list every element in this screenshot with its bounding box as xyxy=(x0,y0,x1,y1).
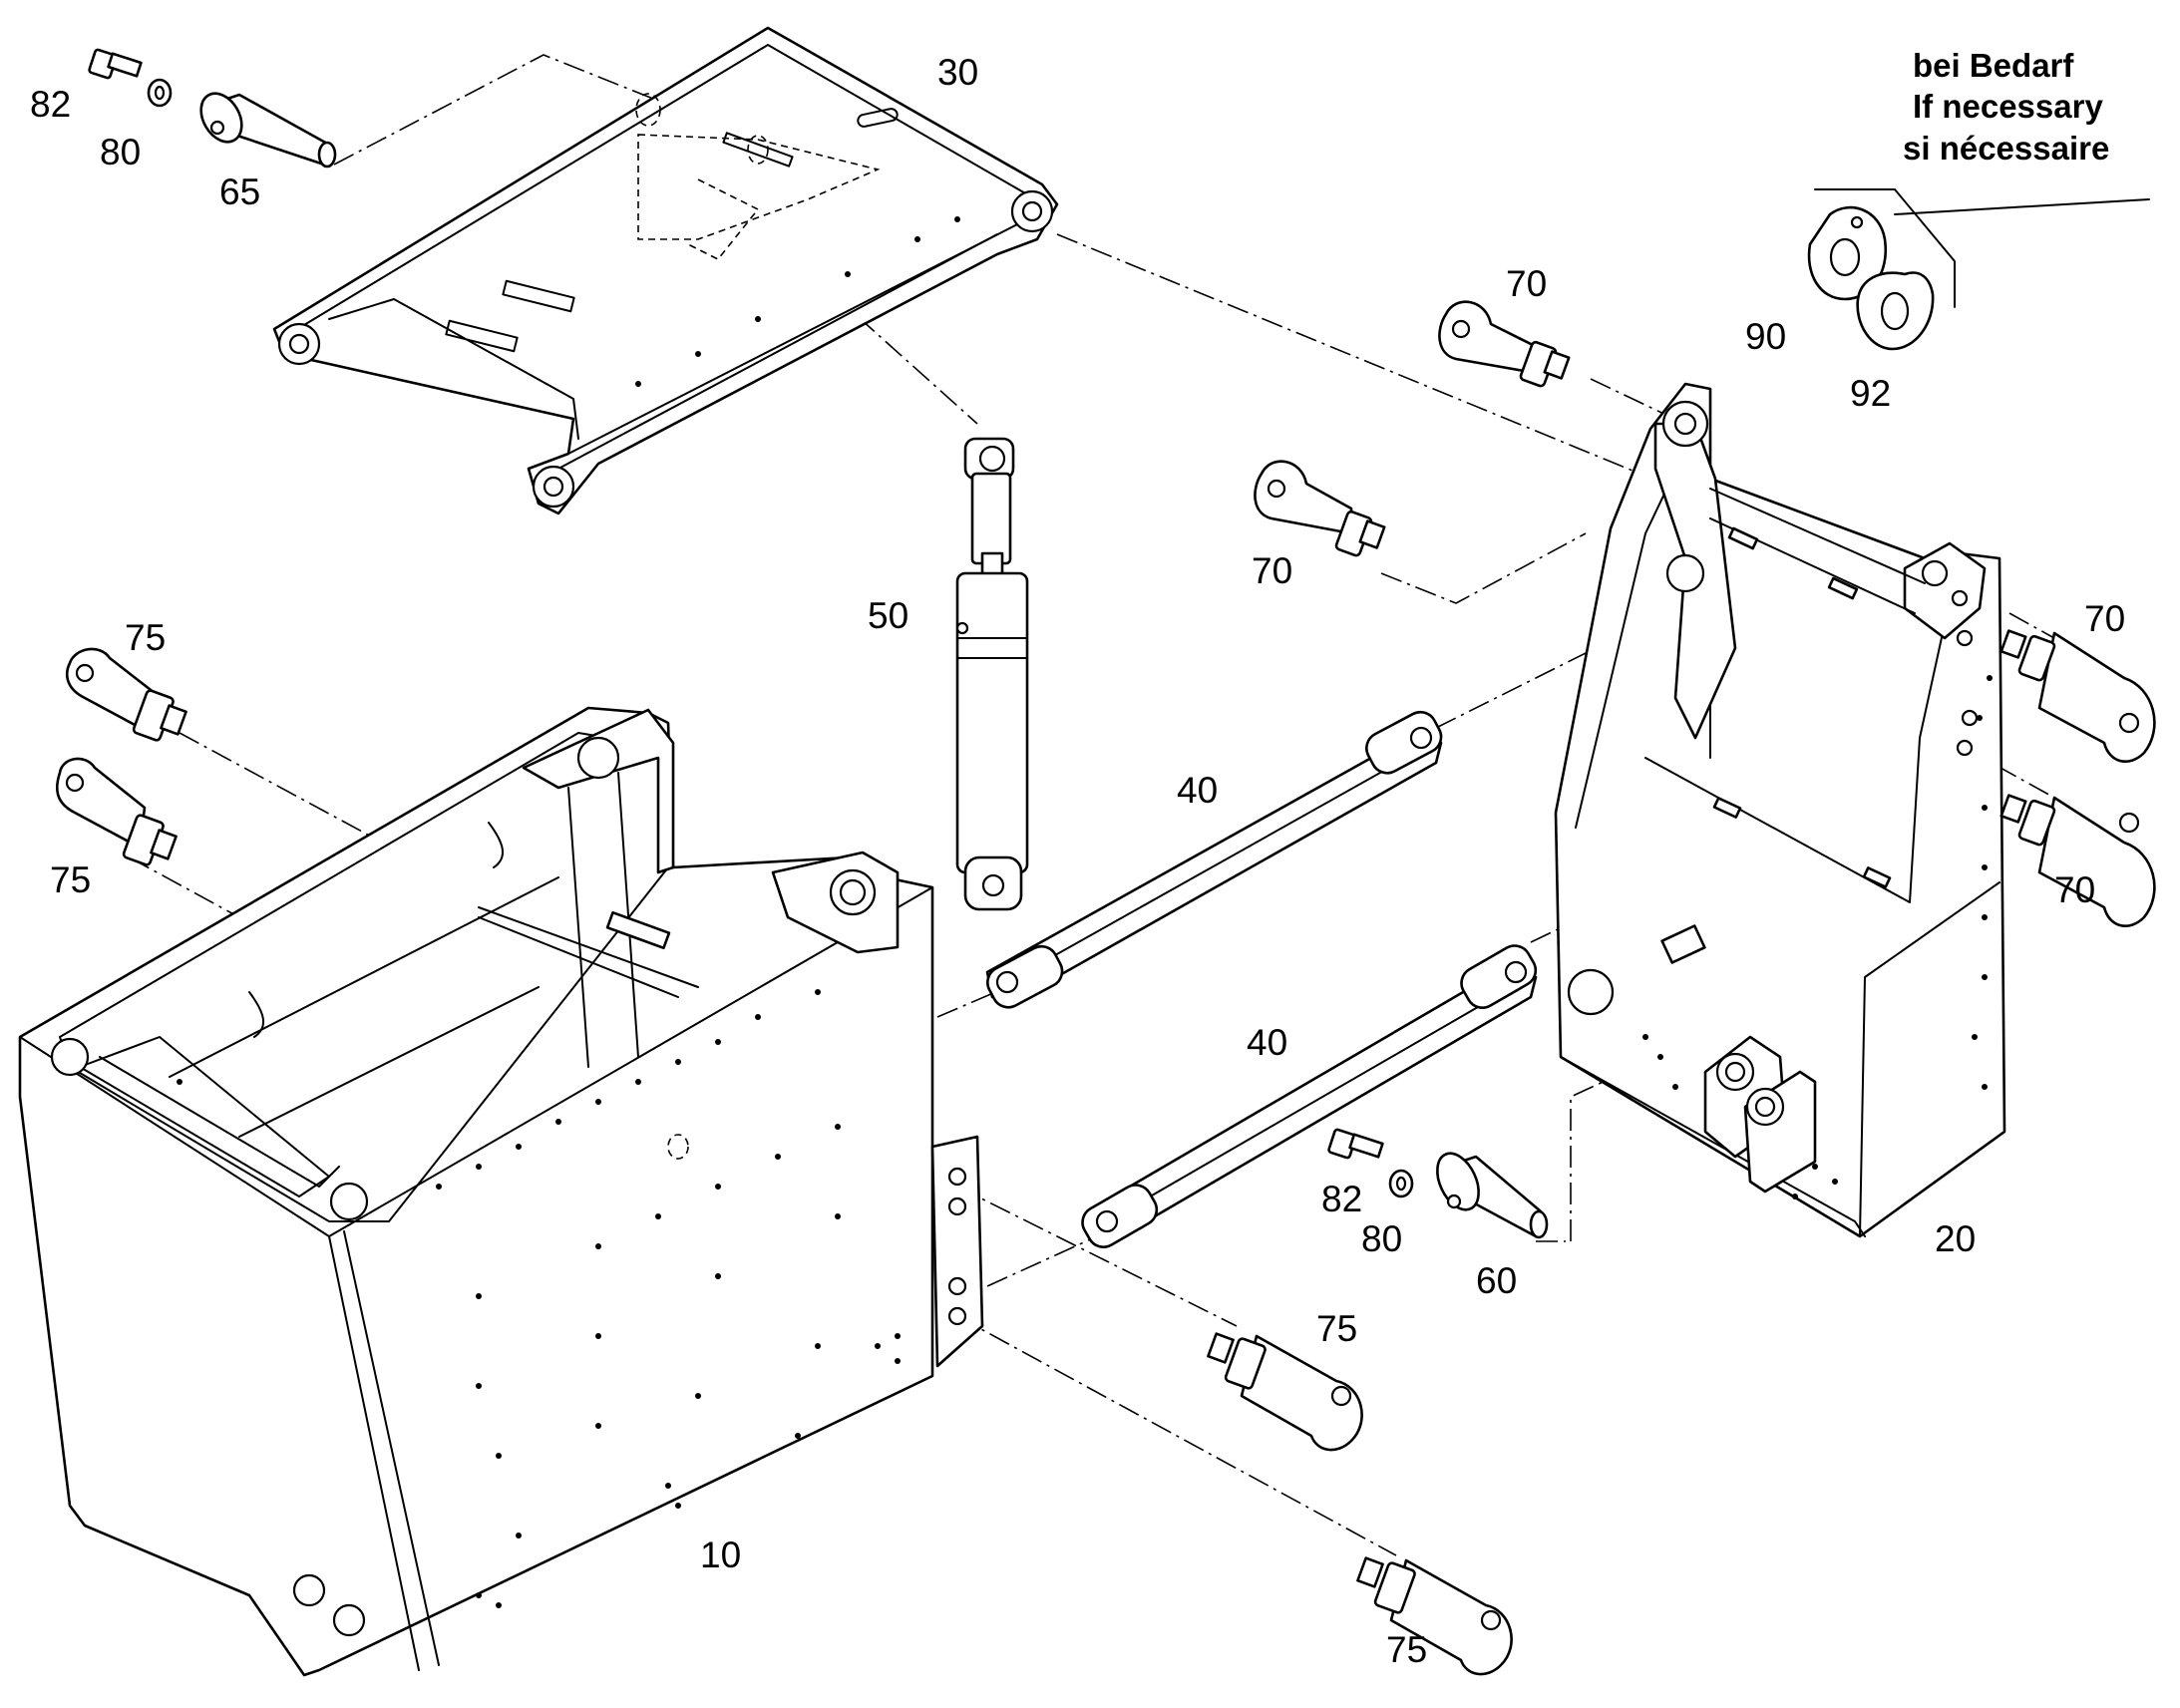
part-60-pin xyxy=(1436,1152,1549,1239)
part-70-pin-a xyxy=(1438,300,1571,388)
optional-leader xyxy=(1894,198,2150,215)
callout-40-lower: 40 xyxy=(1247,1022,1287,1063)
callout-92: 92 xyxy=(1850,373,1891,414)
note-english: If necessary xyxy=(1913,88,2103,125)
callout-70-a: 70 xyxy=(1506,263,1547,304)
part-65-pin xyxy=(199,92,337,169)
part-20-upright-frame xyxy=(1554,382,2006,1238)
part-80-washer-lower xyxy=(1388,1169,1414,1198)
part-90-washer xyxy=(1807,205,1888,301)
callout-70-c: 70 xyxy=(2084,598,2125,639)
part-50-gas-spring xyxy=(955,437,1029,911)
part-40-link-lower xyxy=(1081,944,1538,1248)
callout-75-c: 75 xyxy=(1316,1308,1357,1349)
callout-90: 90 xyxy=(1745,316,1786,357)
callout-80-lower: 80 xyxy=(1361,1218,1402,1259)
part-75-pin-c xyxy=(1207,1332,1363,1452)
callout-75-d: 75 xyxy=(1386,1629,1427,1670)
callout-20: 20 xyxy=(1935,1218,1976,1259)
box-rivet-pattern xyxy=(177,989,901,1608)
part-75-pin-d xyxy=(1356,1556,1513,1676)
part-70-pin-b xyxy=(1254,460,1386,557)
callout-82-top: 82 xyxy=(30,84,71,125)
callout-75-b: 75 xyxy=(50,859,91,900)
callout-50: 50 xyxy=(868,595,908,636)
upright-rivets xyxy=(1642,675,1993,1199)
part-82-bolt-lower xyxy=(1327,1128,1384,1160)
optional-note: bei Bedarf If necessary si nécessaire xyxy=(1903,47,2109,167)
callout-65: 65 xyxy=(219,171,260,212)
callout-60: 60 xyxy=(1476,1260,1517,1301)
part-70-pin-c xyxy=(1999,629,2156,763)
callout-40-upper: 40 xyxy=(1177,770,1218,811)
callout-30: 30 xyxy=(937,52,978,93)
part-75-pin-a xyxy=(65,647,187,742)
callout-70-d: 70 xyxy=(2054,869,2095,910)
part-82-bolt-top xyxy=(88,48,143,80)
part-30-seat-frame xyxy=(272,26,1059,515)
part-40-link-upper xyxy=(985,710,1443,1009)
part-70-pin-d xyxy=(1999,794,2156,927)
callout-75-a: 75 xyxy=(125,617,166,658)
part-92-washer xyxy=(1856,271,1935,351)
note-french: si nécessaire xyxy=(1903,130,2109,167)
callout-10: 10 xyxy=(700,1535,741,1575)
optional-bracket xyxy=(1814,188,1956,308)
callout-numbers: 30 82 80 65 70 70 70 70 90 92 50 40 40 7… xyxy=(30,52,2125,1670)
callout-70-b: 70 xyxy=(1252,550,1292,591)
part-75-pin-b xyxy=(55,757,178,866)
part-80-washer-top xyxy=(147,78,173,108)
callout-82-lower: 82 xyxy=(1321,1179,1362,1219)
callout-80-top: 80 xyxy=(100,132,141,172)
part-10-base-box xyxy=(18,706,984,1677)
note-german: bei Bedarf xyxy=(1913,47,2074,84)
